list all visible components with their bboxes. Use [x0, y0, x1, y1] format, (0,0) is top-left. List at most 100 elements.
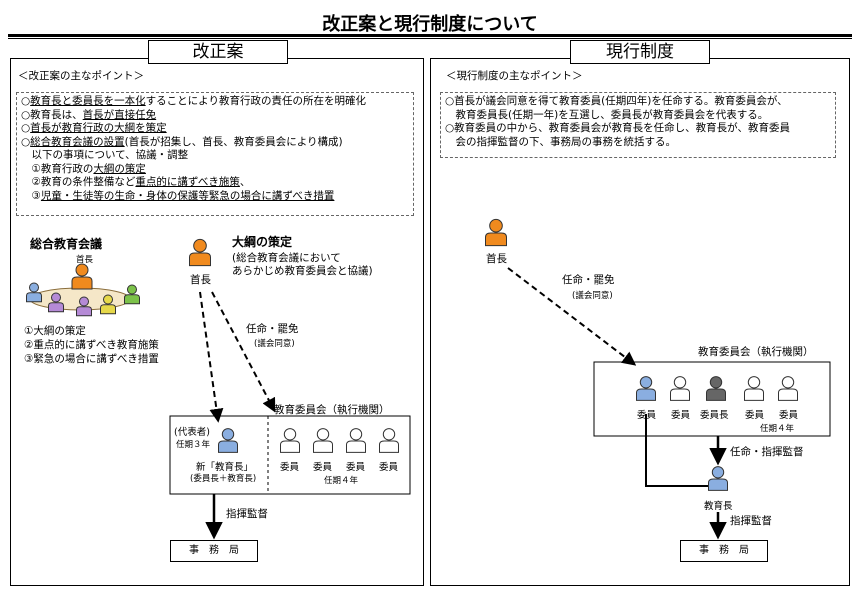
council-item-1: ①大綱の策定 [24, 325, 86, 337]
council-head-person-head [75, 263, 89, 277]
left-point-4-post: (首長が招集し、首長、教育委員会により構成) [124, 135, 343, 148]
left-arrow-to-new-head [199, 291, 224, 423]
right-member-label-2: 委員 [671, 410, 691, 421]
left-point-7-post: 、 [239, 176, 251, 188]
right-member-person-3-head [709, 376, 723, 389]
right-office-box: 事 務 局 [680, 540, 768, 562]
rep-term: 任期３年 [176, 440, 211, 450]
right-member-label-1: 委員 [637, 410, 657, 421]
right-member-person-1-head [639, 376, 653, 389]
left-point-3-u: 首長が教育行政の大綱を策定 [30, 122, 167, 134]
left-point-4-pre: ○ [21, 135, 31, 148]
title-rule [8, 34, 852, 37]
edu-head-person-head [711, 466, 725, 479]
right-member-person-5-head [781, 376, 795, 389]
right-member-person-4-head [747, 376, 761, 389]
new-head-label: 新「教育長」 [196, 462, 254, 473]
page-title: 改正案と現行制度について [322, 14, 538, 35]
left-head-person-head [193, 238, 207, 253]
left-points-box: ○教育長と委員長を一本化することにより教育行政の責任の所在を明確化○教育長は、首… [16, 92, 414, 216]
edu-head-label: 教育長 [704, 501, 733, 512]
council-head-person [71, 263, 93, 290]
left-point-3-pre: ○ [21, 122, 31, 134]
right-appoint-note: (議会同意) [572, 291, 613, 301]
council-item-2: ②重点的に講ずべき教育施策 [24, 339, 159, 351]
right-member-person-2 [670, 376, 690, 401]
left-head-label: 首長 [190, 274, 211, 286]
right-supervise-label: 指揮監督 [730, 515, 772, 527]
right-panel [430, 58, 850, 586]
right-member-label-4: 委員 [745, 410, 765, 421]
left-point-7-u: 重点的に講ずべき施策 [135, 176, 240, 188]
right-member-person-2-head [673, 376, 687, 389]
left-member-label-2: 委員 [313, 462, 333, 473]
left-point-5: 以下の事項について、協議・調整 [21, 149, 409, 163]
left-member-person-4-body [379, 440, 399, 453]
right-member-connector [645, 414, 712, 487]
left-panel-tab: 改正案 [148, 40, 288, 64]
right-head-person-head [489, 218, 503, 233]
council-head-label: 首長 [76, 255, 94, 265]
left-new-head-person [218, 428, 238, 453]
left-point-1: ○教育長と委員長を一本化することにより教育行政の責任の所在を明確化 [21, 95, 409, 109]
left-appoint-note: (議会同意) [254, 339, 295, 349]
council-member-1-head [29, 282, 39, 293]
left-point-2-u: 首長が直接任免 [82, 108, 157, 121]
left-arrow-to-board [211, 291, 276, 413]
council-member-5-head [127, 284, 137, 295]
left-point-6: ①教育行政の大綱の策定 [21, 163, 409, 177]
council-title: 総合教育会議 [30, 237, 103, 251]
right-member-person-4 [744, 376, 764, 401]
outline-title: 大綱の策定 [232, 235, 293, 249]
left-point-1-u: 教育長と委員長を一本化 [30, 95, 146, 107]
left-member-person-2-body [313, 440, 333, 453]
left-point-7-pre: ②教育の条件整備など [21, 176, 136, 188]
left-point-1-post: することにより教育行政の責任の所在を明確化 [145, 95, 366, 107]
left-member-person-4-head [382, 428, 396, 441]
council-member-4-body [100, 304, 116, 315]
council-member-3-body [76, 306, 92, 317]
edu-head-person-body [708, 478, 728, 491]
left-appoint-label: 任命・罷免 [246, 323, 299, 335]
left-member-term: 任期４年 [324, 476, 359, 486]
left-new-head-person-body [218, 440, 238, 453]
right-points-box: ○首長が議会同意を得て教育委員(任期四年)を任命する。教育委員会が、 教育委員長… [440, 92, 836, 158]
right-point-3: ○教育委員の中から、教育委員会が教育長を任命し、教育長が、教育委員 [445, 122, 790, 134]
right-panel-tab: 現行制度 [570, 40, 710, 64]
left-member-person-3-head [349, 428, 363, 441]
left-board-title: 教育委員会（執行機関） [274, 404, 390, 416]
right-board-title: 教育委員会（執行機関） [698, 346, 814, 358]
left-point-8: ③児童・生徒等の生命・身体の保護等緊急の場合に講ずべき措置 [21, 190, 409, 204]
right-points-heading: ＜現行制度の主なポイント＞ [446, 70, 583, 82]
council-member-1 [26, 282, 42, 303]
edu-head-person [708, 466, 728, 491]
council-member-2 [48, 292, 64, 313]
right-head-person-body [485, 232, 507, 247]
right-arrow-to-board [507, 267, 637, 366]
new-head-sub: (委員長＋教育長) [190, 474, 257, 484]
right-appoint2-label: 任命・指揮監督 [730, 446, 804, 458]
right-member-person-4-body [744, 388, 764, 401]
left-point-2: ○教育長は、首長が直接任免 [21, 109, 409, 123]
left-point-6-pre: ①教育行政の [21, 162, 94, 175]
left-point-3: ○首長が教育行政の大綱を策定 [21, 122, 409, 136]
left-member-person-1-head [283, 428, 297, 441]
council-member-1-body [26, 292, 42, 303]
left-point-1-pre: ○ [21, 95, 31, 107]
left-member-person-1-body [280, 440, 300, 453]
right-member-person-2-body [670, 388, 690, 401]
title-rule-thin [8, 38, 852, 39]
right-member-label-5: 委員 [779, 410, 799, 421]
council-member-4 [100, 294, 116, 315]
council-member-2-head [51, 292, 61, 303]
left-board-box [169, 415, 411, 495]
left-supervise-label: 指揮監督 [226, 508, 268, 520]
left-member-label-1: 委員 [280, 462, 300, 473]
right-member-person-1-body [636, 388, 656, 401]
left-member-person-2-head [316, 428, 330, 441]
right-point-1: ○首長が議会同意を得て教育委員(任期四年)を任命する。教育委員会が、 [445, 95, 788, 107]
left-member-person-1 [280, 428, 300, 453]
outline-line-1: (総合教育会議において [232, 252, 341, 264]
